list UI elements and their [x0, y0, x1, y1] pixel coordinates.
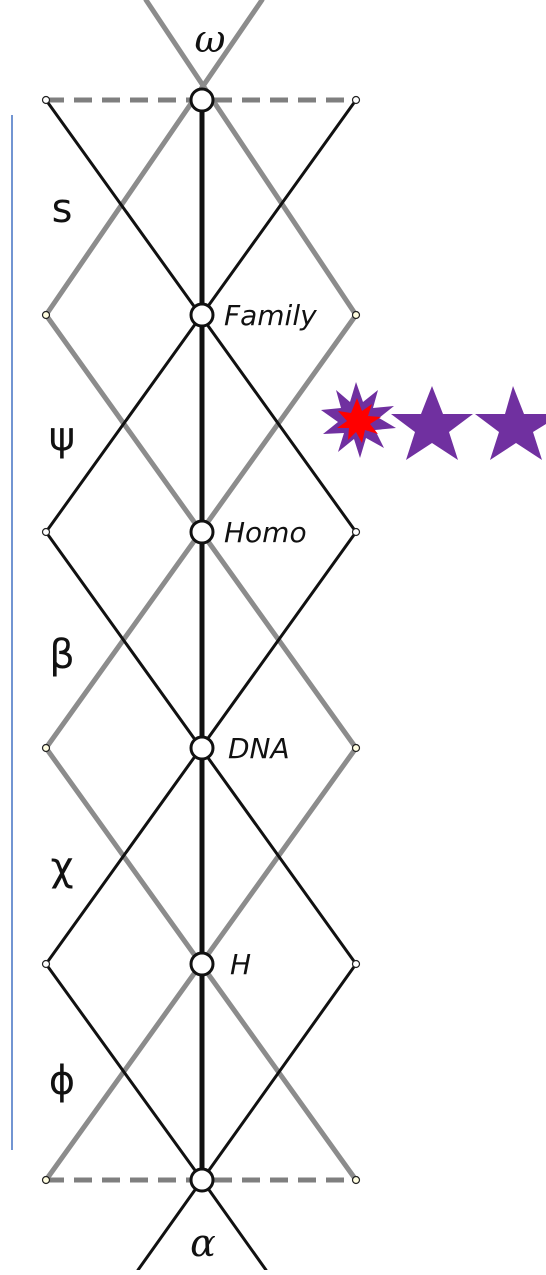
level-label-beta: β — [49, 632, 75, 678]
omega-symbol: ω — [195, 17, 226, 61]
marker-group — [321, 382, 546, 460]
bottom-node — [189, 1167, 215, 1193]
corner-dot — [41, 95, 51, 105]
star-icon — [391, 386, 473, 460]
node-label-dna: DNA — [228, 732, 290, 765]
corner-dot — [351, 1175, 361, 1185]
top-node — [189, 87, 215, 113]
node-label-h: H — [230, 948, 251, 981]
corner-dot — [41, 959, 51, 969]
corner-dot — [351, 95, 361, 105]
node-label-homo: Homo — [224, 516, 307, 549]
star-icon — [475, 386, 546, 460]
black-line — [136, 1178, 204, 1272]
node-dna — [189, 735, 215, 761]
black-line — [200, 962, 358, 1182]
corner-dot — [41, 527, 51, 537]
gray-line — [43, 0, 265, 318]
corner-dot — [41, 310, 51, 320]
level-label-s: s — [52, 186, 73, 232]
black-line — [44, 962, 204, 1182]
node-homo — [189, 519, 215, 545]
black-line — [200, 1178, 268, 1272]
gray-line — [143, 0, 359, 318]
corner-dots — [41, 95, 361, 1185]
corner-dot — [351, 959, 361, 969]
corner-dot — [41, 743, 51, 753]
level-label-chi: χ — [50, 844, 73, 890]
corner-dot — [351, 527, 361, 537]
node-label-family: Family — [224, 299, 317, 332]
level-label-psi: ψ — [49, 414, 75, 460]
level-label-phi: ϕ — [49, 1058, 75, 1104]
node-h — [189, 951, 215, 977]
corner-dot — [351, 743, 361, 753]
burst-center-icon — [337, 398, 381, 443]
trunk-nodes — [189, 87, 215, 1193]
corner-dot — [351, 310, 361, 320]
corner-dot — [41, 1175, 51, 1185]
node-family — [189, 302, 215, 328]
alpha-symbol: α — [190, 1221, 216, 1265]
